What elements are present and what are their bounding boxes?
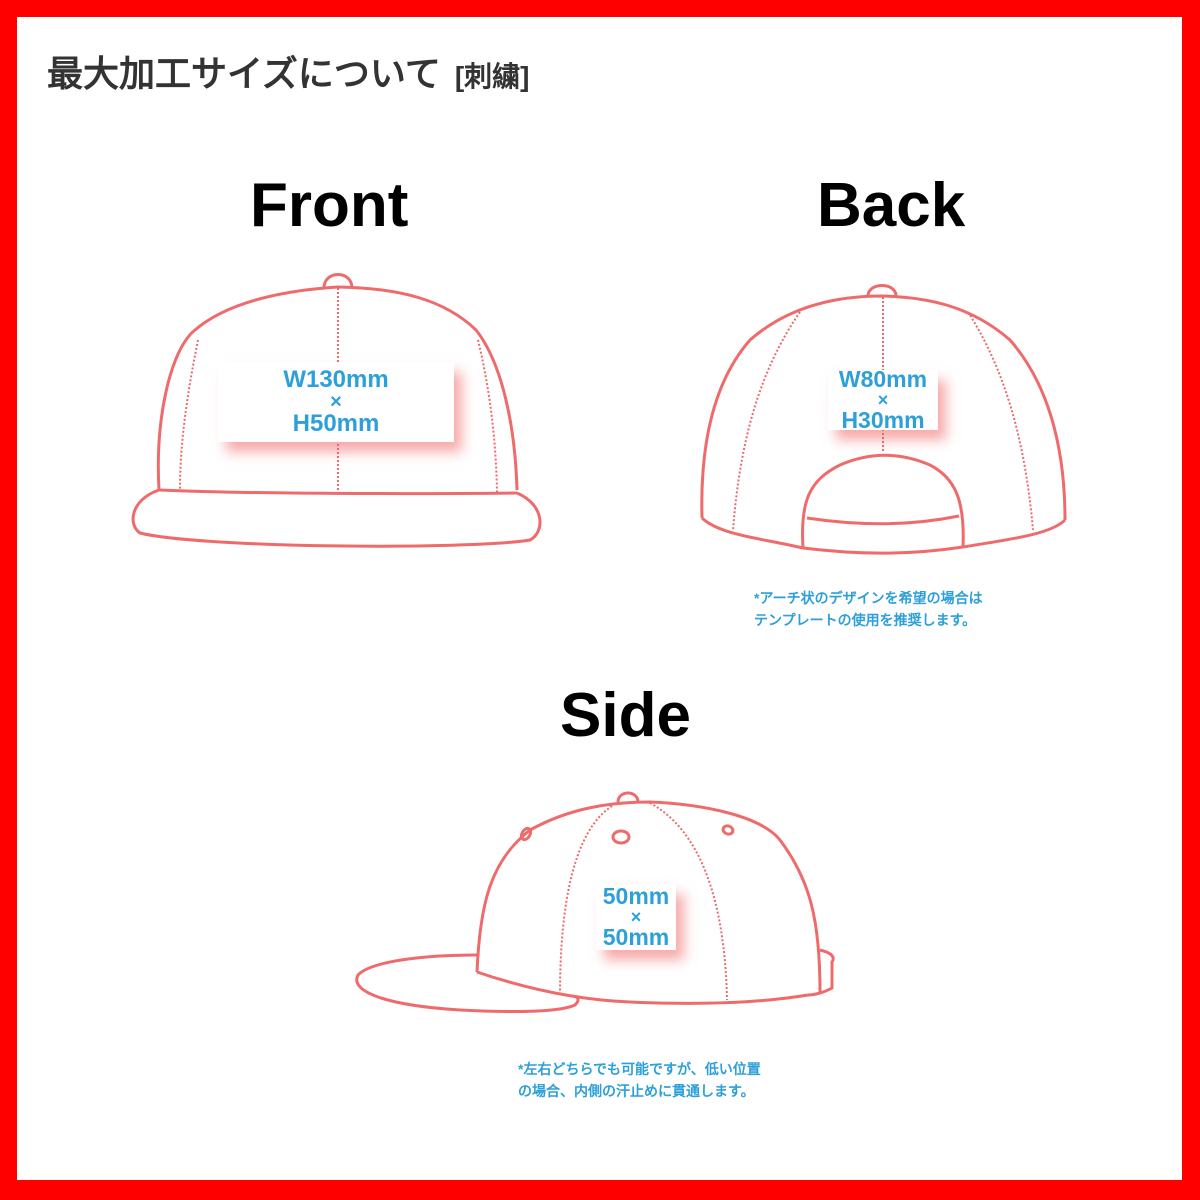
back-note-line1: *アーチ状のデザインを希望の場合は <box>754 590 983 606</box>
side-note: *左右どちらでも可能ですが、低い位置 の場合、内側の汗止めに貫通します。 <box>518 1058 761 1102</box>
heading-tag: [刺繍] <box>454 61 530 92</box>
back-width-label: W80mm <box>838 366 928 392</box>
side-times-symbol: × <box>630 907 642 927</box>
front-dimension-box: W130mm × H50mm <box>218 362 454 442</box>
back-dimension-box: W80mm × H30mm <box>828 366 938 433</box>
front-width-label: W130mm <box>283 366 389 393</box>
side-dimension-box: 50mm × 50mm <box>596 884 676 950</box>
back-times-symbol: × <box>877 390 889 410</box>
front-height-label: H50mm <box>292 410 380 437</box>
heading-title: 最大加工サイズについて <box>47 53 441 94</box>
back-title: Back <box>817 171 966 240</box>
back-note: *アーチ状のデザインを希望の場合は テンプレートの使用を推奨します。 <box>754 587 983 631</box>
back-height-label: H30mm <box>841 407 925 433</box>
side-title: Side <box>560 681 691 750</box>
content-panel <box>17 17 1182 1180</box>
front-title: Front <box>250 171 409 240</box>
side-height-label: 50mm <box>602 924 670 950</box>
page-heading: 最大加工サイズについて [刺繍] <box>47 45 530 97</box>
back-note-line2: テンプレートの使用を推奨します。 <box>754 612 977 628</box>
side-note-line1: *左右どちらでも可能ですが、低い位置 <box>518 1061 761 1077</box>
side-note-line2: の場合、内側の汗止めに貫通します。 <box>518 1083 755 1099</box>
side-width-label: 50mm <box>602 883 670 909</box>
front-times-symbol: × <box>330 391 342 413</box>
